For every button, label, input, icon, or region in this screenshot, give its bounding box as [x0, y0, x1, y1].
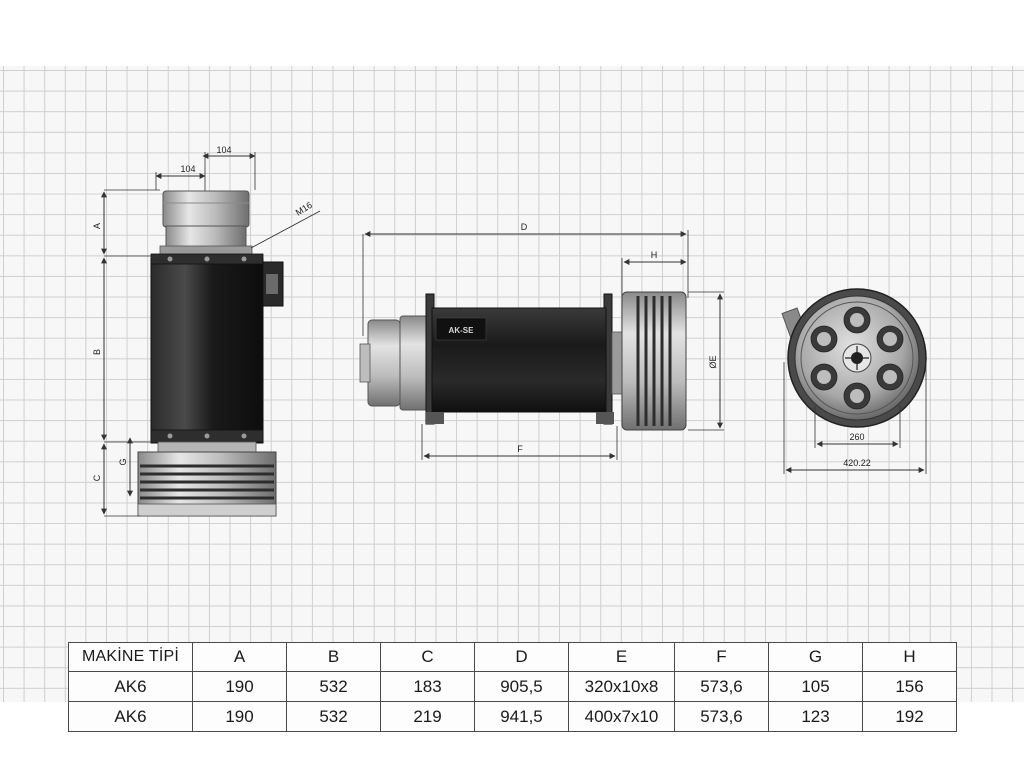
- cell-g: 123: [768, 701, 863, 732]
- cell-d: 905,5: [474, 671, 569, 702]
- table-row: AK6 190 532 183 905,5 320x10x8 573,6 105…: [68, 671, 957, 702]
- header-f: F: [674, 642, 769, 672]
- side-view: 104 104 M16: [92, 145, 321, 517]
- cell-a: 190: [192, 671, 287, 702]
- dim-label-c: C: [92, 474, 102, 481]
- dim-label-h: H: [651, 250, 658, 260]
- front-view: D H AK-SE: [359, 222, 724, 460]
- cell-g: 105: [768, 671, 863, 702]
- cell-e: 320x10x8: [568, 671, 675, 702]
- end-view: 260 420.22: [781, 288, 927, 474]
- cell-b: 532: [286, 701, 381, 732]
- header-d: D: [474, 642, 569, 672]
- cell-h: 156: [862, 671, 957, 702]
- dim-label-b: B: [92, 349, 102, 355]
- cell-c: 219: [380, 701, 475, 732]
- dim-260: 260: [849, 432, 864, 442]
- cell-f: 573,6: [674, 671, 769, 702]
- dim-label-a: A: [92, 223, 102, 229]
- dim-420-22: 420.22: [843, 458, 871, 468]
- dim-label-g: G: [118, 458, 128, 465]
- dim-104-upper: 104: [216, 145, 231, 155]
- cell-machine-type: AK6: [68, 671, 193, 702]
- thread-label-m16: M16: [294, 200, 314, 218]
- cell-c: 183: [380, 671, 475, 702]
- cell-e: 400x7x10: [568, 701, 675, 732]
- technical-drawing-sheet: 104 104 M16: [0, 66, 1024, 732]
- header-h: H: [862, 642, 957, 672]
- table-row: AK6 190 532 219 941,5 400x7x10 573,6 123…: [68, 701, 957, 732]
- header-c: C: [380, 642, 475, 672]
- cell-machine-type: AK6: [68, 701, 193, 732]
- header-a: A: [192, 642, 287, 672]
- cell-f: 573,6: [674, 701, 769, 732]
- dim-label-f: F: [517, 444, 523, 454]
- cell-d: 941,5: [474, 701, 569, 732]
- dim-label-d: D: [521, 222, 528, 232]
- motor-badge: AK-SE: [449, 326, 475, 335]
- header-b: B: [286, 642, 381, 672]
- table-header-row: MAKİNE TİPİ A B C D E F G H: [68, 642, 957, 672]
- header-makine-tipi: MAKİNE TİPİ: [68, 642, 193, 672]
- motor-drawing: 104 104 M16: [92, 145, 927, 517]
- header-e: E: [568, 642, 675, 672]
- dimensions-table: MAKİNE TİPİ A B C D E F G H AK6 190 532 …: [68, 642, 957, 732]
- dim-104-lower: 104: [180, 164, 195, 174]
- cell-h: 192: [862, 701, 957, 732]
- dim-label-e: ØE: [708, 355, 718, 368]
- cell-a: 190: [192, 701, 287, 732]
- header-g: G: [768, 642, 863, 672]
- cell-b: 532: [286, 671, 381, 702]
